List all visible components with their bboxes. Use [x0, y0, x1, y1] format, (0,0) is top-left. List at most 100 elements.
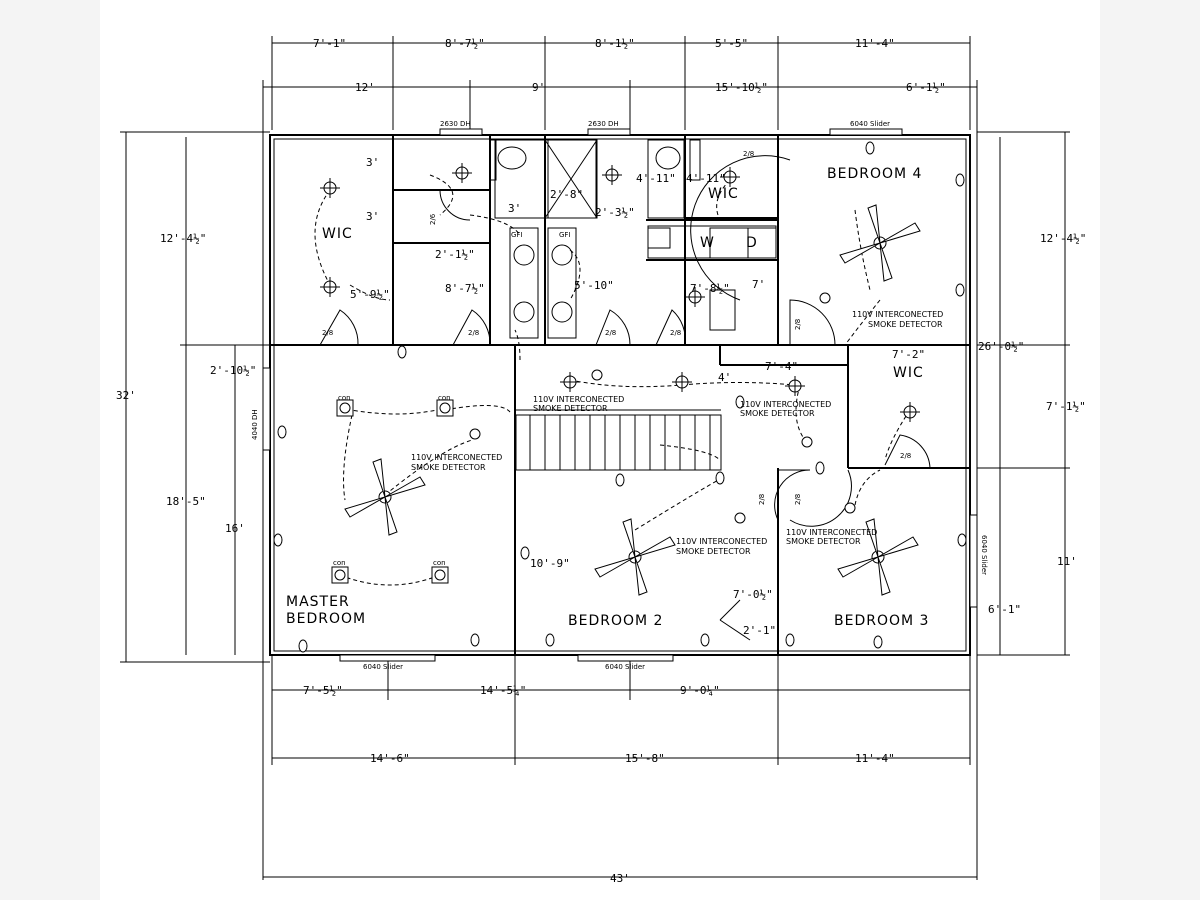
- dim-int-i: 4'-11": [636, 172, 676, 185]
- fan-bedroom4: [839, 204, 921, 282]
- dim-bottom-total: 43': [610, 872, 630, 885]
- sd-note-1a: 110V INTERCONECTED: [852, 310, 943, 319]
- dimension-labels-top: 7'-1" 8'-7½" 8'-1½" 5'-5" 11'-4" 12' 9' …: [313, 37, 946, 94]
- sd-note-4b: SMOKE DETECTOR: [411, 463, 486, 472]
- dim-bottom-3: 9'-0¼": [680, 684, 720, 697]
- dim-right-5: 6'-1": [988, 603, 1021, 616]
- label-washer: W: [700, 235, 715, 251]
- dimension-labels-interior: 3' 3' 2'-1½" 8'-7½" 5'-9½" 3' 2'-8" 2'-3…: [350, 156, 925, 637]
- label-bedroom4: BEDROOM 4: [827, 166, 922, 182]
- dim-left-1: 12'-4½": [160, 232, 206, 245]
- fan-bedroom2: [594, 518, 676, 596]
- smoke-detector-notes: 110V INTERCONECTED SMOKE DETECTOR 110V I…: [411, 310, 943, 556]
- smoke-detector-symbols: [469, 292, 856, 524]
- dim-int-c: 2'-1½": [435, 248, 475, 261]
- fan-master: [344, 458, 426, 536]
- dim-left-3: 32': [116, 389, 136, 402]
- misc-labels: GFI GFI con con con con: [333, 231, 571, 567]
- switch-wiring: [314, 174, 911, 586]
- gfi-1: GFI: [511, 231, 523, 239]
- dim-right-1: 12'-4½": [1040, 232, 1086, 245]
- door-5: 2/8: [743, 150, 754, 158]
- dimension-labels-left: 12'-4½" 18'-5" 32' 2'-10½" 16': [116, 232, 256, 535]
- door-4: 2/8: [670, 329, 681, 337]
- dimension-lines: [120, 36, 1070, 880]
- dryer-box: [747, 227, 777, 259]
- outlets: [273, 141, 967, 653]
- can-tag-3: con: [333, 559, 346, 567]
- dim-int-d: 8'-7½": [445, 282, 485, 295]
- dim-bottom-5: 15'-8": [625, 752, 665, 765]
- dim-bottom-6: 11'-4": [855, 752, 895, 765]
- door-6: 2/8: [794, 319, 802, 330]
- dim-int-a: 3': [366, 156, 379, 169]
- dim-left-5: 16': [225, 522, 245, 535]
- label-wic-mid: WIC: [708, 186, 739, 202]
- sd-note-3a: 110V INTERCONECTED: [740, 400, 831, 409]
- window-bottom-mid: 6040 Slider: [605, 663, 645, 671]
- dim-top-5: 11'-4": [855, 37, 895, 50]
- sd-note-5b: SMOKE DETECTOR: [676, 547, 751, 556]
- sd-note-5a: 110V INTERCONECTED: [676, 537, 767, 546]
- dim-int-m: 7': [752, 278, 765, 291]
- dim-top-8: 15'-10½": [715, 81, 768, 94]
- window-labels: 2630 DH 2630 DH 6040 Slider 4040 DH 6040…: [251, 120, 988, 671]
- dim-top-3: 8'-1½": [595, 37, 635, 50]
- door-2: 2/8: [468, 329, 479, 337]
- dim-top-4: 5'-5": [715, 37, 748, 50]
- dim-int-p: 7'-2": [892, 348, 925, 361]
- dim-right-4: 26'-0½": [978, 340, 1024, 353]
- label-wic-right: WIC: [893, 365, 924, 381]
- gfi-2: GFI: [559, 231, 571, 239]
- staircase: [515, 409, 722, 471]
- door-3: 2/8: [605, 329, 616, 337]
- sd-note-1b: SMOKE DETECTOR: [868, 320, 943, 329]
- drawing-sheet: WIC WIC WIC BEDROOM 4 MASTER BEDROOM BED…: [100, 0, 1100, 900]
- dim-top-1: 7'-1": [313, 37, 346, 50]
- dimension-labels-right: 12'-4½" 7'-1½" 11' 26'-0½" 6'-1": [978, 232, 1086, 616]
- bathtub: [647, 139, 685, 219]
- dim-bottom-1: 7'-5½": [303, 684, 343, 697]
- dim-int-g: 2'-8": [550, 188, 583, 201]
- dim-int-r: 7'-0½": [733, 588, 773, 601]
- windows: [262, 128, 978, 662]
- window-top-mid: 2630 DH: [588, 120, 619, 128]
- window-left: 4040 DH: [251, 409, 259, 440]
- sd-note-2b: SMOKE DETECTOR: [533, 404, 608, 413]
- label-wic-left: WIC: [322, 226, 353, 242]
- room-labels: WIC WIC WIC BEDROOM 4 MASTER BEDROOM BED…: [286, 166, 928, 629]
- floor-plan: WIC WIC WIC BEDROOM 4 MASTER BEDROOM BED…: [116, 36, 1086, 885]
- dim-top-7: 9': [532, 81, 545, 94]
- vanity-1: [509, 227, 539, 339]
- ceiling-fans: [344, 204, 921, 596]
- dim-int-s: 2'-1": [743, 624, 776, 637]
- dim-int-k: 5'-10": [574, 279, 614, 292]
- vanity-2: [547, 227, 577, 339]
- window-right: 6040 Slider: [980, 535, 988, 575]
- door-9: 2/8: [794, 494, 802, 505]
- dim-right-2: 7'-1½": [1046, 400, 1086, 413]
- sd-note-4a: 110V INTERCONECTED: [411, 453, 502, 462]
- light-fixtures: [320, 163, 920, 422]
- dim-int-j: 4'-11": [686, 172, 726, 185]
- toilet-bowl-2: [655, 146, 681, 170]
- window-top-left: 2630 DH: [440, 120, 471, 128]
- door-labels: 2/8 2/8 2/8 2/8 2/8 2/8 2/8 2/8 2/8 2/6: [322, 150, 911, 505]
- dim-top-2: 8'-7½": [445, 37, 485, 50]
- dim-bottom-2: 14'-5¼": [480, 684, 526, 697]
- dim-int-h: 2'-3½": [595, 206, 635, 219]
- sd-note-2a: 110V INTERCONECTED: [533, 395, 624, 404]
- dim-left-4: 2'-10½": [210, 364, 256, 377]
- fan-bedroom3: [837, 518, 919, 596]
- dim-int-q: 10'-9": [530, 557, 570, 570]
- can-tag-1: con: [338, 394, 351, 402]
- sd-note-6a: 110V INTERCONECTED: [786, 528, 877, 537]
- dim-top-9: 6'-1½": [906, 81, 946, 94]
- window-top-right: 6040 Slider: [850, 120, 890, 128]
- label-dryer: D: [746, 235, 758, 251]
- dim-int-l: 7'-8½": [690, 282, 730, 295]
- toilet-bowl: [497, 146, 527, 170]
- water-heater: [709, 289, 736, 331]
- door-8: 2/8: [758, 494, 766, 505]
- dim-int-e: 5'-9½": [350, 288, 390, 301]
